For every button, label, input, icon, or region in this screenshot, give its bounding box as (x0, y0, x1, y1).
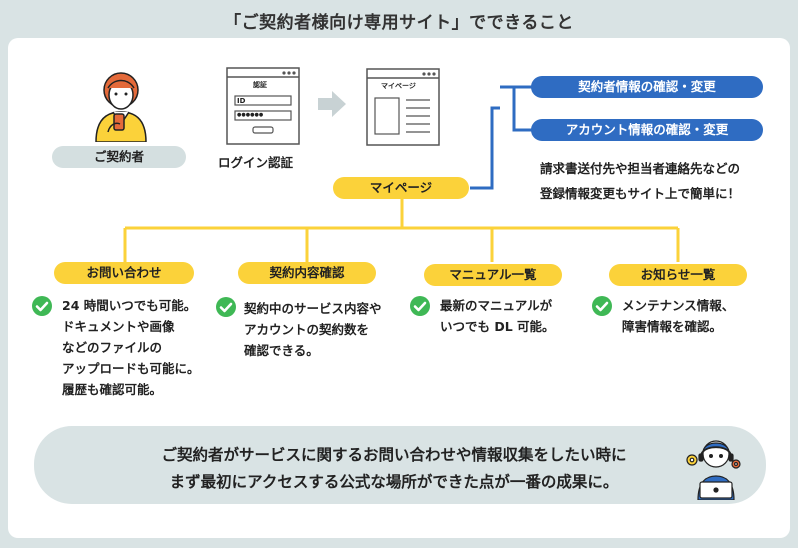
summary-line-2: まず最初にアクセスする公式な場所ができた点が一番の成果に。 (169, 473, 619, 491)
login-id-label: ID (237, 97, 246, 105)
feature-text-line: アップロードも可能に。 (62, 361, 200, 376)
feature-text-line: 契約中のサービス内容や (244, 301, 382, 316)
feature-text-line: いつでも DL 可能。 (440, 319, 555, 334)
feature-text-line: 履歴も確認可能。 (62, 382, 163, 397)
mypage-window-icon (366, 68, 440, 146)
check-icon (32, 296, 52, 316)
contractor-label: ご契約者 (52, 146, 186, 168)
summary-box: ご契約者がサービスに関するお問い合わせや情報収集をしたい時に まず最初にアクセス… (34, 426, 766, 504)
check-icon (410, 296, 430, 316)
check-icon (216, 297, 236, 317)
mypage-screen-title: マイページ (381, 82, 416, 90)
feature-text-line: などのファイルの (62, 340, 163, 355)
login-password-mask: ●●●●●● (237, 112, 264, 118)
feature-text-line: 最新のマニュアルが (440, 298, 553, 313)
arrow-right-icon (318, 91, 346, 117)
contractor-person-icon (95, 72, 147, 142)
feature-label-notice: お知らせ一覧 (609, 264, 747, 286)
support-person-laptop-icon (686, 440, 741, 500)
feature-label-inquiry: お問い合わせ (54, 262, 194, 284)
feature-text-line: メンテナンス情報、 (622, 298, 735, 313)
check-icon (592, 296, 612, 316)
feature-text-line: ドキュメントや画像 (62, 319, 175, 334)
page-title: 「ご契約者様向け専用サイト」でできること (224, 13, 574, 33)
feature-text-line: 24 時間いつでも可能。 (62, 298, 197, 313)
feature-label-contract: 契約内容確認 (238, 262, 376, 284)
action-contractor-info: 契約者情報の確認・変更 (531, 76, 763, 98)
feature-text-line: 障害情報を確認。 (622, 319, 723, 334)
mypage-label: マイページ (333, 177, 469, 199)
action-account-info: アカウント情報の確認・変更 (531, 119, 763, 141)
login-caption: ログイン認証 (218, 155, 294, 170)
feature-text-line: 確認できる。 (244, 343, 319, 358)
summary-line-1: ご契約者がサービスに関するお問い合わせや情報収集をしたい時に (161, 446, 627, 464)
feature-text-manual: 最新のマニュアルが いつでも DL 可能。 (440, 295, 555, 337)
login-window-icon (226, 67, 300, 145)
feature-text-inquiry: 24 時間いつでも可能。 ドキュメントや画像 などのファイルの アップロードも可… (62, 295, 200, 400)
feature-text-contract: 契約中のサービス内容や アカウントの契約数を 確認できる。 (244, 298, 382, 361)
action-note-line-1: 請求書送付先や担当者連絡先などの (540, 161, 741, 176)
connector-actions-blue (500, 85, 532, 132)
login-screen-title: 認証 (253, 81, 267, 89)
feature-text-notice: メンテナンス情報、 障害情報を確認。 (622, 295, 734, 337)
feature-text-line: アカウントの契約数を (244, 322, 370, 337)
action-note-line-2: 登録情報変更もサイト上で簡単に！ (540, 186, 741, 201)
feature-label-manual: マニュアル一覧 (424, 264, 562, 286)
connector-mypage-blue (470, 106, 500, 190)
